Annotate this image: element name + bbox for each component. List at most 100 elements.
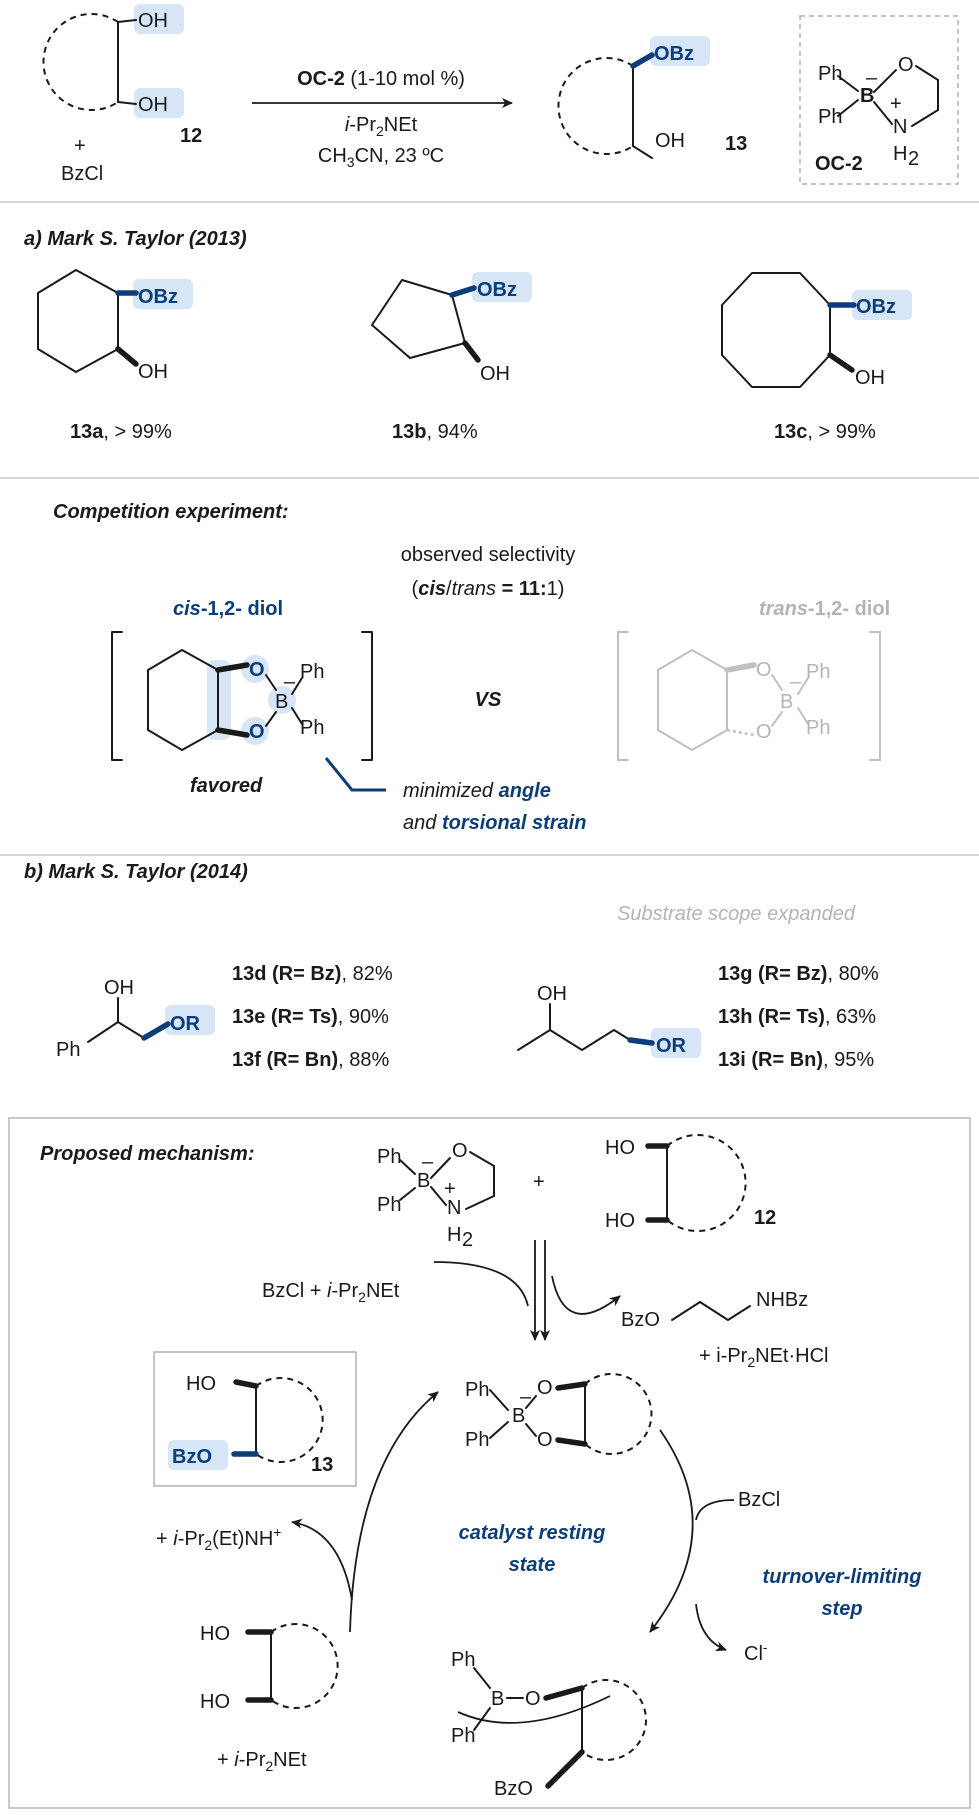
benzoate-label: BzO bbox=[172, 1446, 212, 1468]
charge-label: – bbox=[790, 671, 802, 693]
section-a-title: a) Mark S. Taylor (2013) bbox=[24, 228, 247, 250]
compound-number-13: 13 bbox=[725, 133, 747, 155]
diol-12-structure: OH OH 12 + BzCl bbox=[42, 4, 202, 185]
oxygen-label: O bbox=[249, 721, 265, 743]
mechanism-catalyst: Ph Ph B – O N + H 2 bbox=[377, 1140, 495, 1251]
competition-title: Competition experiment: bbox=[53, 501, 289, 523]
selectivity-ratio: (cis/trans = 11:1) bbox=[412, 578, 565, 600]
boron-label: B bbox=[512, 1405, 525, 1427]
oxygen-label: O bbox=[537, 1377, 553, 1399]
substrate-butanediol: OH OR bbox=[517, 983, 701, 1058]
base-conditions: i-Pr2NEt bbox=[345, 114, 418, 139]
phenyl-label: Ph bbox=[377, 1146, 401, 1168]
hydrogen-label: H bbox=[893, 143, 907, 165]
right-yields: 13g (R= Bz), 80% 13h (R= Ts), 63% 13i (R… bbox=[718, 963, 879, 1071]
nitrogen-label: N bbox=[447, 1197, 461, 1219]
byproduct-salt: + i-Pr2NEt·HCl bbox=[699, 1345, 828, 1370]
observed-selectivity: observed selectivity bbox=[401, 544, 576, 566]
hydrogen-subscript: 2 bbox=[462, 1229, 473, 1251]
yield-13h: 13h (R= Ts), 63% bbox=[718, 1006, 876, 1028]
catalyst-conditions: OC-2 (1-10 mol %) bbox=[297, 68, 465, 90]
phenyl-label: Ph bbox=[465, 1429, 489, 1451]
charge-label: – bbox=[284, 671, 296, 693]
hydroxyl-label: HO bbox=[605, 1210, 635, 1232]
benzoate-label: OBz bbox=[856, 296, 896, 318]
charge-label: + bbox=[890, 93, 902, 115]
base-label: + i-Pr2NEt bbox=[217, 1749, 307, 1774]
oxygen-label: O bbox=[898, 54, 914, 76]
turnover-limiting-label: turnover-limiting bbox=[763, 1566, 922, 1588]
section-b: b) Mark S. Taylor (2014) Substrate scope… bbox=[24, 861, 879, 1071]
oxygen-label: O bbox=[249, 659, 265, 681]
favored-label: favored bbox=[190, 775, 263, 797]
strain-note-line-1: minimized angle bbox=[403, 780, 551, 802]
reagent-bzcl: BzCl bbox=[738, 1489, 780, 1511]
nitrogen-label: N bbox=[893, 116, 907, 138]
mechanism-diol-left: HO HO + i-Pr2NEt bbox=[200, 1623, 339, 1774]
competition-experiment: Competition experiment: observed selecti… bbox=[53, 501, 890, 834]
section-b-subtitle: Substrate scope expanded bbox=[617, 903, 856, 925]
charge-label: – bbox=[520, 1386, 532, 1408]
ammonium-label: + i-Pr2(Et)NH+ bbox=[156, 1524, 281, 1553]
phenyl-label: Ph bbox=[818, 106, 842, 128]
amide-label: NHBz bbox=[756, 1289, 808, 1311]
hydroxyl-label: HO bbox=[200, 1623, 230, 1645]
hydroxyl-label: OH bbox=[655, 130, 685, 152]
yield-13i: 13i (R= Bn), 95% bbox=[718, 1049, 874, 1071]
charge-label: + bbox=[444, 1178, 456, 1200]
hydroxyl-label: OH bbox=[537, 983, 567, 1005]
phenyl-label: Ph bbox=[377, 1194, 401, 1216]
product-13-box: HO BzO 13 bbox=[153, 1351, 357, 1487]
hydroxyl-label: HO bbox=[200, 1691, 230, 1713]
compound-13c: OBz OH 13c, > 99% bbox=[721, 272, 912, 443]
top-reaction: OH OH 12 + BzCl OC-2 (1-10 mol %) i-Pr2N… bbox=[42, 4, 959, 185]
mechanism-title: Proposed mechanism: bbox=[40, 1143, 255, 1165]
charge-label: – bbox=[866, 67, 878, 89]
yield-13f: 13f (R= Bn), 88% bbox=[232, 1049, 389, 1071]
hydroxyl-label: OH bbox=[480, 363, 510, 385]
byproduct-amide: BzO NHBz + i-Pr2NEt·HCl bbox=[621, 1289, 828, 1370]
ether-label: OR bbox=[656, 1035, 687, 1057]
benzoate-label: BzO bbox=[621, 1309, 660, 1331]
ether-label: OR bbox=[170, 1013, 201, 1035]
hydroxyl-label: HO bbox=[605, 1137, 635, 1159]
benzoate-label: OBz bbox=[138, 286, 178, 308]
compound-13b: OBz OH 13b, 94% bbox=[371, 272, 532, 443]
boron-label: B bbox=[860, 85, 874, 107]
yield-13d: 13d (R= Bz), 82% bbox=[232, 963, 393, 985]
oxygen-label: O bbox=[452, 1140, 468, 1162]
turnover-limiting-label: step bbox=[821, 1598, 862, 1620]
hydroxyl-label: OH bbox=[104, 977, 134, 999]
hydroxyl-label: HO bbox=[186, 1373, 216, 1395]
yield-13e: 13e (R= Ts), 90% bbox=[232, 1006, 389, 1028]
resting-state-label: state bbox=[509, 1554, 556, 1576]
section-a: a) Mark S. Taylor (2013) OBz OH 13a, > 9… bbox=[24, 228, 912, 443]
charge-label: – bbox=[422, 1151, 434, 1173]
phenyl-label: Ph bbox=[300, 717, 324, 739]
resting-state-label: catalyst resting bbox=[459, 1522, 606, 1544]
cis-diol-label: cis-1,2- diol bbox=[173, 598, 283, 620]
chloride-label: Cl- bbox=[744, 1639, 768, 1665]
mechanism-reagents: BzCl + i-Pr2NEt bbox=[262, 1280, 400, 1305]
boron-label: B bbox=[491, 1688, 504, 1710]
compound-13a: OBz OH 13a, > 99% bbox=[37, 269, 193, 443]
borinic-ester-intermediate: Ph Ph B O BzO bbox=[451, 1649, 647, 1800]
solvent-conditions: CH3CN, 23 ºC bbox=[318, 145, 444, 170]
phenyl-label: Ph bbox=[806, 661, 830, 683]
phenyl-label: Ph bbox=[300, 661, 324, 683]
oxygen-label: O bbox=[537, 1429, 553, 1451]
trans-diol-label: trans-1,2- diol bbox=[759, 598, 890, 620]
phenyl-label: Ph bbox=[818, 63, 842, 85]
reaction-arrow: OC-2 (1-10 mol %) i-Pr2NEt CH3CN, 23 ºC bbox=[252, 68, 513, 170]
phenyl-label: Ph bbox=[56, 1039, 80, 1061]
catalyst-label: OC-2 bbox=[815, 153, 863, 175]
oxygen-label: O bbox=[756, 721, 772, 743]
versus-label: VS bbox=[475, 689, 502, 711]
trans-diol-complex: trans-1,2- diol O O B – Ph Ph bbox=[617, 598, 890, 761]
mechanism-panel: Proposed mechanism: Ph Ph B – O N + H 2 … bbox=[8, 1117, 971, 1809]
compound-13b-caption: 13b, 94% bbox=[392, 421, 478, 443]
mechanism-diol-12: HO HO 12 bbox=[605, 1134, 776, 1232]
phenyl-label: Ph bbox=[451, 1649, 475, 1671]
compound-number-13: 13 bbox=[311, 1454, 333, 1476]
